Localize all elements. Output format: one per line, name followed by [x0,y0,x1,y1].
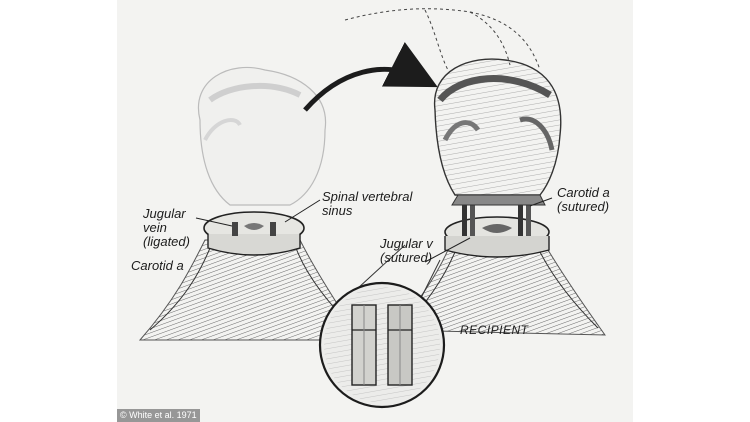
suspension-lines [344,8,541,71]
magnified-vessel-inset-icon [318,244,446,409]
image-credit: © White et al. 1971 [117,409,200,422]
transfer-arrow-icon [303,42,438,112]
donor-neck-stump [203,211,305,256]
label-carotid-a: Carotid a [131,258,184,273]
label-carotid-a-sutured: Carotid a (sutured) [557,185,610,214]
label-recipient: RECIPIENT [460,323,529,337]
donor-head-icon [197,66,327,206]
label-jugular-vein-ligated: Jugular vein (ligated) [143,206,190,249]
label-jugular-v-sutured: Jugular v (sutured) [380,236,433,265]
leader-lines [195,197,553,263]
label-spinal-vertebral-sinus: Spinal vertebral sinus [322,189,413,218]
recipient-neck-junction [444,200,550,258]
recipient-head-icon [434,58,562,206]
